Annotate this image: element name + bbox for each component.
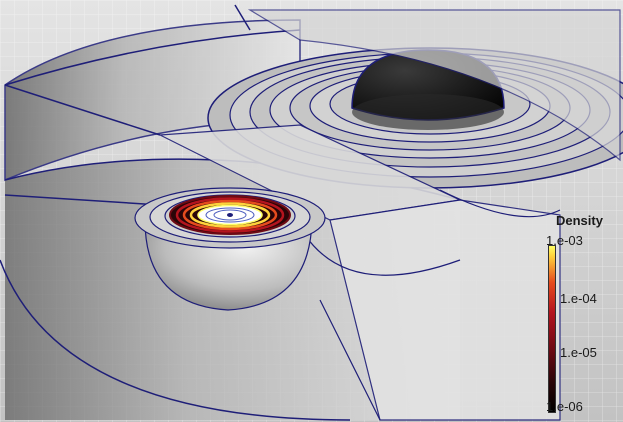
- colorbar-tick-label: 1.e-06: [546, 399, 583, 414]
- colorbar-tick-label: 1.e-03: [546, 233, 583, 248]
- colorbar-title: Density: [556, 213, 603, 228]
- colorbar-tick-label: 1.e-05: [560, 345, 597, 360]
- colorbar-legend: Density 1.e-03 1.e-04 1.e-05 1.e-06: [546, 213, 616, 414]
- wedge-panels: [157, 9, 621, 421]
- colorbar-gradient: [548, 245, 556, 413]
- inner-hemisphere-icon: [134, 187, 326, 311]
- colorbar-tick-label: 1.e-04: [560, 291, 597, 306]
